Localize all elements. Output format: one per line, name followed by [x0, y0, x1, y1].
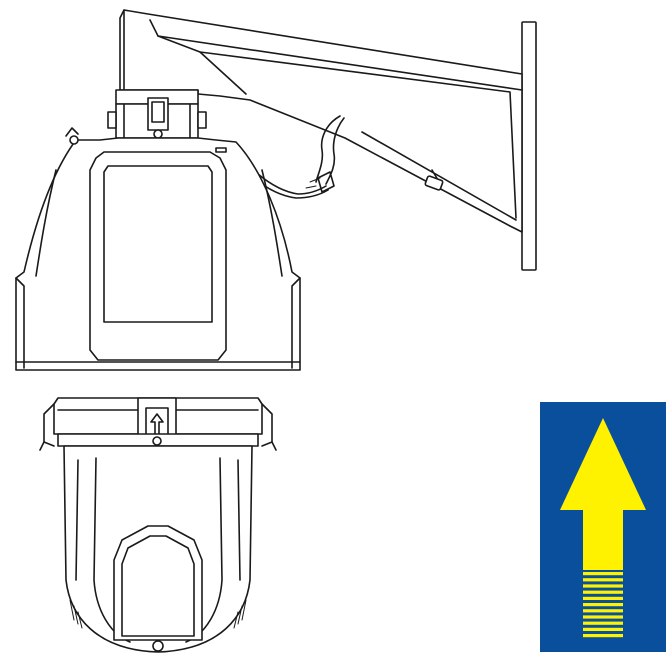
front-window [113, 525, 203, 641]
housing-window-inner [103, 165, 213, 323]
arrow-stripe [583, 627, 623, 631]
collar-bolt-right [197, 111, 207, 129]
arrow-stripe [583, 596, 623, 600]
arrow-stripe [583, 572, 623, 576]
collar-latch-window [151, 101, 165, 123]
arrow-stripe [583, 590, 623, 594]
bracket-rib-inner [157, 35, 517, 219]
bracket-lower-edge [361, 131, 517, 221]
cable-gland-left [65, 127, 79, 145]
arrow-stripe [583, 621, 623, 625]
front-band-screw [152, 436, 162, 446]
camera-housing [15, 137, 301, 371]
arrow-stripes [583, 572, 623, 638]
arrow-stripe [583, 634, 623, 638]
bracket-rib-diag [199, 51, 247, 95]
arrow-stripe [583, 584, 623, 588]
housing-window [89, 151, 227, 361]
front-right-ear [261, 403, 273, 447]
direction-up-arrow-icon [540, 402, 666, 652]
arrow-head [560, 418, 646, 512]
left-side-wing [15, 277, 25, 369]
camera-front-view [39, 397, 277, 653]
safety-lanyard [253, 115, 345, 199]
camera-side-view [15, 89, 301, 371]
top-vent [215, 147, 227, 153]
collar-screw [153, 129, 163, 139]
arrow-stripe [583, 578, 623, 582]
arrow-stripe [583, 609, 623, 613]
collar-bolt-left [107, 111, 117, 129]
front-left-ear [43, 403, 55, 447]
arrow-stripe [583, 603, 623, 607]
front-bottom-screw [152, 640, 164, 652]
bracket-screw [424, 169, 444, 191]
wall-mount-plate [521, 21, 537, 271]
right-side-wing [291, 277, 301, 369]
arrow-stripe [583, 615, 623, 619]
arrow-shaft [583, 510, 623, 570]
